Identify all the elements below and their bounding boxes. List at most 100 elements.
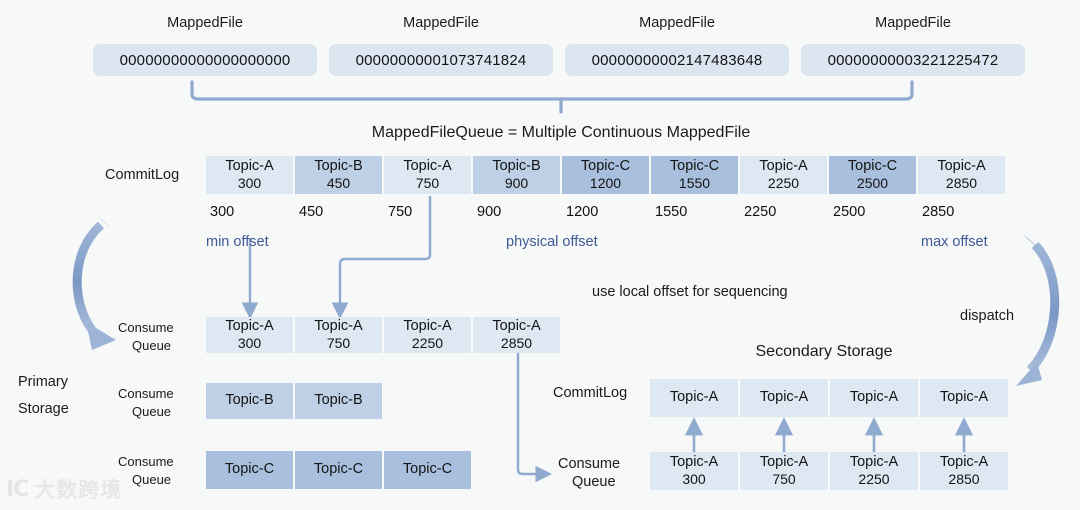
cell-topic: Topic-B [225,392,274,409]
secondary-commitlog-cell[interactable]: Topic-A [740,379,828,417]
dispatch-note: dispatch [960,308,1015,324]
cell-topic: Topic-A [314,317,363,334]
secondary-dispatch-elbow [516,352,553,483]
cell-topic: Topic-A [759,453,809,470]
cell-topic: Topic-C [224,461,275,478]
cell-offset: 2250 [411,335,444,352]
consumequeue-label-line1: Consume [118,386,174,401]
mappedfile-caption-0: MappedFile [167,15,243,31]
commitlog-offset-value: 900 [477,204,502,220]
mappedfile-caption-1: MappedFile [403,15,479,31]
cell-topic: Topic-C [580,157,631,174]
mappedfile-box-1[interactable]: 00000000001073741824 [329,44,553,76]
consumequeue-cell[interactable]: Topic-B [206,383,293,419]
consumequeue-cell[interactable]: Topic-B [295,383,382,419]
commitlog-offset-value: 2850 [922,204,955,220]
consumequeue-cell[interactable]: Topic-C [295,451,382,489]
cell-topic: Topic-A [225,157,274,174]
min-offset-label: min offset [206,234,269,250]
cell-topic: Topic-A [849,389,899,406]
secondary-consumequeue-label-line1: Consume [558,456,621,472]
left-curved-arrow [72,214,116,350]
cell-topic: Topic-A [759,157,808,174]
commitlog-offset-value: 300 [210,204,235,220]
commitlog-offset-value: 2500 [833,204,866,220]
cell-offset: 750 [326,335,351,352]
secondary-commitlog-cell[interactable]: Topic-A [650,379,738,417]
cell-offset: 750 [772,471,796,488]
cell-topic: Topic-B [492,157,541,174]
consumequeue-cell[interactable]: Topic-C [206,451,293,489]
commitlog-offset-value: 2250 [744,204,777,220]
cell-topic: Topic-A [937,157,986,174]
cell-topic: Topic-A [939,389,989,406]
right-curved-arrow-dispatch [1016,234,1060,386]
cell-offset: 2250 [767,175,800,192]
cell-topic: Topic-A [492,317,541,334]
cell-topic: Topic-A [403,317,452,334]
cell-topic: Topic-C [313,461,364,478]
primary-storage-label-line2: Storage [18,401,69,417]
consumequeue-cell[interactable]: Topic-C [384,451,471,489]
mappedfile-box-2[interactable]: 00000000002147483648 [565,44,789,76]
consumequeue-label-line2: Queue [132,404,172,419]
cell-topic: Topic-B [314,392,363,409]
cell-topic: Topic-A [225,317,274,334]
secondary-commitlog-cell[interactable]: Topic-A [920,379,1008,417]
secondary-commitlog-label: CommitLog [553,385,628,401]
cell-topic: Topic-A [669,453,719,470]
mappedfile-box-3[interactable]: 00000000003221225472 [801,44,1025,76]
cell-topic: Topic-C [669,157,720,174]
cell-topic: Topic-A [849,453,899,470]
cell-topic: Topic-A [403,157,452,174]
consumequeue-label-line2: Queue [132,472,172,487]
local-offset-note: use local offset for sequencing [592,284,788,300]
cell-topic: Topic-A [759,389,809,406]
cell-topic: Topic-A [669,389,719,406]
cell-offset: 750 [415,175,440,192]
watermark: IC 大数跨境 [6,474,122,504]
commitlog-offset-value: 1200 [566,204,599,220]
cell-offset: 1200 [589,175,622,192]
mappedfile-caption-3: MappedFile [875,15,951,31]
consumequeue-label-line1: Consume [118,454,174,469]
secondary-commitlog-cell[interactable]: Topic-A [830,379,918,417]
watermark-logo-icon: IC [6,476,29,502]
cell-offset: 300 [682,471,706,488]
commitlog-label: CommitLog [105,167,180,183]
commitlog-offset-value: 750 [388,204,413,220]
cell-offset: 450 [326,175,351,192]
primary-storage-label-line1: Primary [18,374,68,390]
watermark-text: 大数跨境 [34,478,123,502]
cell-offset: 900 [504,175,529,192]
cell-topic: Topic-A [939,453,989,470]
commitlog-offset-value: 1550 [655,204,688,220]
physical-offset-label: physical offset [506,234,598,250]
cell-offset: 2850 [945,175,978,192]
mappedfilequeue-caption: MappedFileQueue = Multiple Continuous Ma… [371,124,751,141]
mappedfile-box-0[interactable]: 00000000000000000000 [93,44,317,76]
secondary-consumequeue-label-line2: Queue [572,474,616,490]
mappedfile-caption-2: MappedFile [639,15,715,31]
cell-offset: 300 [237,335,262,352]
cell-offset: 2850 [948,471,980,488]
